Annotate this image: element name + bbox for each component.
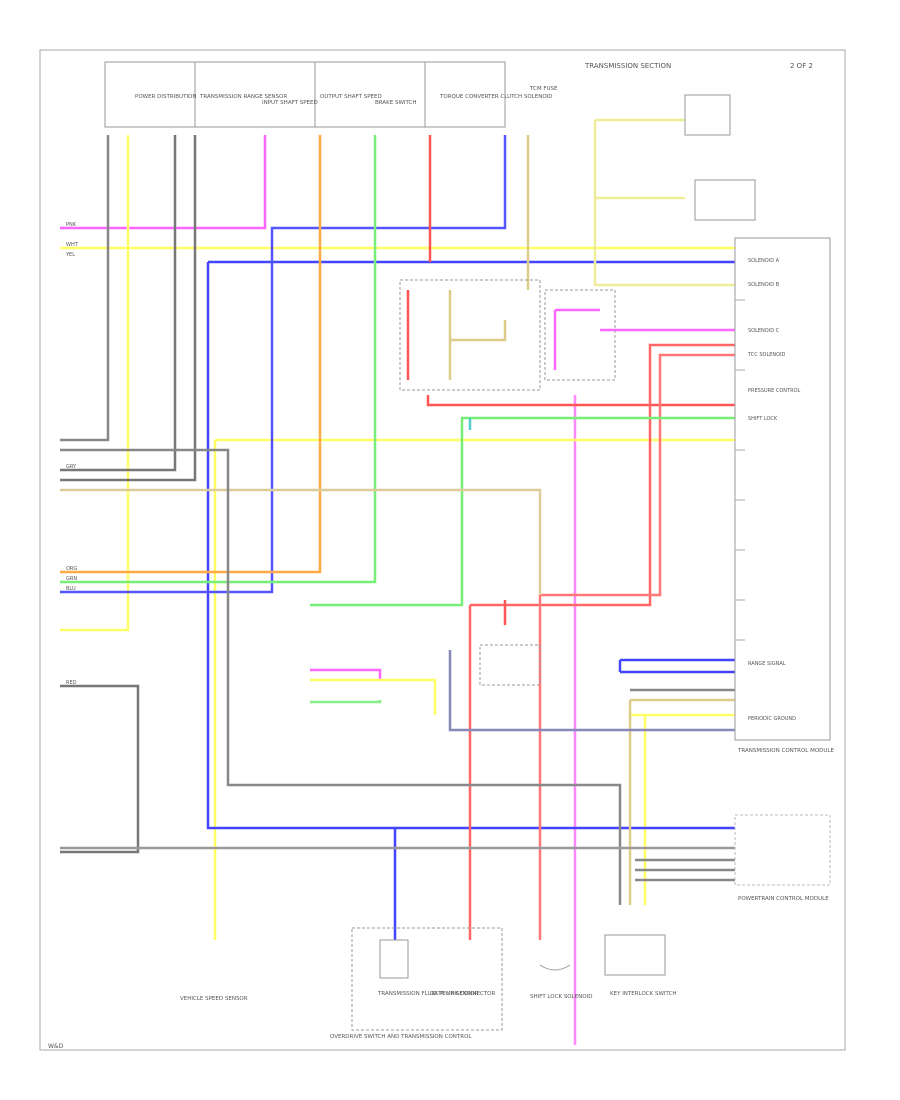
relay-block-2 (544, 289, 616, 381)
wire-red-lower-2 (538, 353, 735, 940)
wire-blue-top (60, 135, 507, 594)
wires (60, 118, 735, 1045)
top-module-label-0: POWER DISTRIBUTION (135, 94, 197, 100)
tcm-pin-1: SOLENOID B (748, 282, 780, 288)
left-label-6: GRY (66, 464, 77, 470)
wire-gray-right (630, 688, 735, 882)
wire-orange-left (60, 135, 322, 574)
bottom-switch-group (351, 927, 503, 1031)
left-label-7: RED (66, 680, 77, 686)
wire-yellow-switch (310, 678, 437, 715)
tcm-title: TRANSMISSION CONTROL MODULE (737, 748, 834, 754)
left-label-4: ORG (66, 566, 77, 572)
wire-red-lower (468, 343, 735, 940)
bottom-note: OVERDRIVE SWITCH AND TRANSMISSION CONTRO… (330, 1034, 472, 1040)
bottom-label-3: DATA LINK CONNECTOR (430, 991, 495, 997)
relays (399, 94, 756, 686)
tcm-pin-7: PERIODIC GROUND (748, 716, 796, 722)
wire-pink-right (553, 308, 735, 370)
top-module-label-4: BRAKE SWITCH (375, 100, 417, 106)
wire-pink-mid (310, 668, 382, 680)
top-module-label-5: TORQUE CONVERTER CLUTCH SOLENOID (439, 94, 553, 100)
top-module-label-2: INPUT SHAFT SPEED (262, 100, 318, 106)
wire-yellow-right (630, 713, 735, 905)
tcm-pin-5: SHIFT LOCK (748, 416, 778, 422)
module-brake-switch (424, 61, 506, 128)
wire-green-switch (310, 700, 382, 704)
wire-red-horizontal (426, 395, 735, 407)
wire-blue-right (618, 658, 735, 674)
wire-gray-3 (60, 135, 110, 442)
shift-lock-solenoid-shape (539, 964, 571, 971)
sensor-box (479, 644, 541, 686)
bottom-label-4: KEY INTERLOCK SWITCH (610, 991, 677, 997)
left-label-2: YEL (65, 252, 75, 258)
wire-tan-right (593, 118, 735, 287)
wire-tan-relay (448, 290, 507, 380)
tcm-pin-2: SOLENOID C (748, 328, 780, 334)
wire-gray-4 (60, 448, 622, 905)
bottom-label-2: SHIFT LOCK SOLENOID (530, 994, 592, 1000)
bottom-label-0: VEHICLE SPEED SENSOR (180, 996, 248, 1002)
page-ref: 2 OF 2 (790, 62, 813, 70)
wire-yellow-mid (213, 438, 735, 940)
top-module-label-3: OUTPUT SHAFT SPEED (320, 94, 382, 100)
relay-box-right (694, 179, 756, 221)
bottom-label-1: TRANSMISSION FLUID TEMP SENSOR (377, 991, 479, 997)
top-module-label-6: TCM FUSE (529, 86, 558, 92)
overdrive-switch (379, 939, 409, 979)
left-label-0: PNK (66, 222, 77, 228)
wire-tan-mid (60, 488, 542, 595)
tcm-pin-ticks (735, 299, 745, 641)
footer-label: W&D (48, 1043, 64, 1050)
tcm-pin-6: RANGE SIGNAL (748, 661, 786, 667)
pcm-box (734, 814, 831, 886)
top-modules (104, 61, 506, 128)
left-label-1: WHT (66, 242, 79, 248)
top-module-label-1: TRANSMISSION RANGE SENSOR (199, 94, 287, 100)
wire-gray-2 (60, 135, 197, 482)
wire-green-left (60, 135, 377, 584)
section-label: TRANSMISSION SECTION (584, 62, 671, 70)
wire-tan-lower (628, 698, 735, 905)
wire-green-mid (310, 416, 735, 607)
left-label-3: BLU (66, 586, 76, 592)
wire-pink-top (60, 135, 267, 230)
left-label-5: GRN (66, 576, 77, 582)
key-interlock-box (604, 934, 666, 976)
tcm-pin-3: TCC SOLENOID (747, 352, 786, 358)
wire-blue-loop (206, 260, 735, 830)
tcm-pin-0: SOLENOID A (748, 258, 780, 264)
diagram-border (39, 49, 846, 1051)
wire-yellow-left (60, 135, 130, 632)
tcm-connector (734, 237, 831, 741)
pcm-title: POWERTRAIN CONTROL MODULE (738, 896, 829, 902)
wire-gray-1 (60, 135, 177, 472)
relay-block (399, 279, 541, 391)
bottom-components (351, 927, 666, 1031)
tcm-pin-4: PRESSURE CONTROL (748, 388, 801, 394)
brake-switch-box (684, 94, 731, 136)
wire-gray-switch (448, 650, 735, 732)
wire-gray-5 (60, 684, 140, 854)
